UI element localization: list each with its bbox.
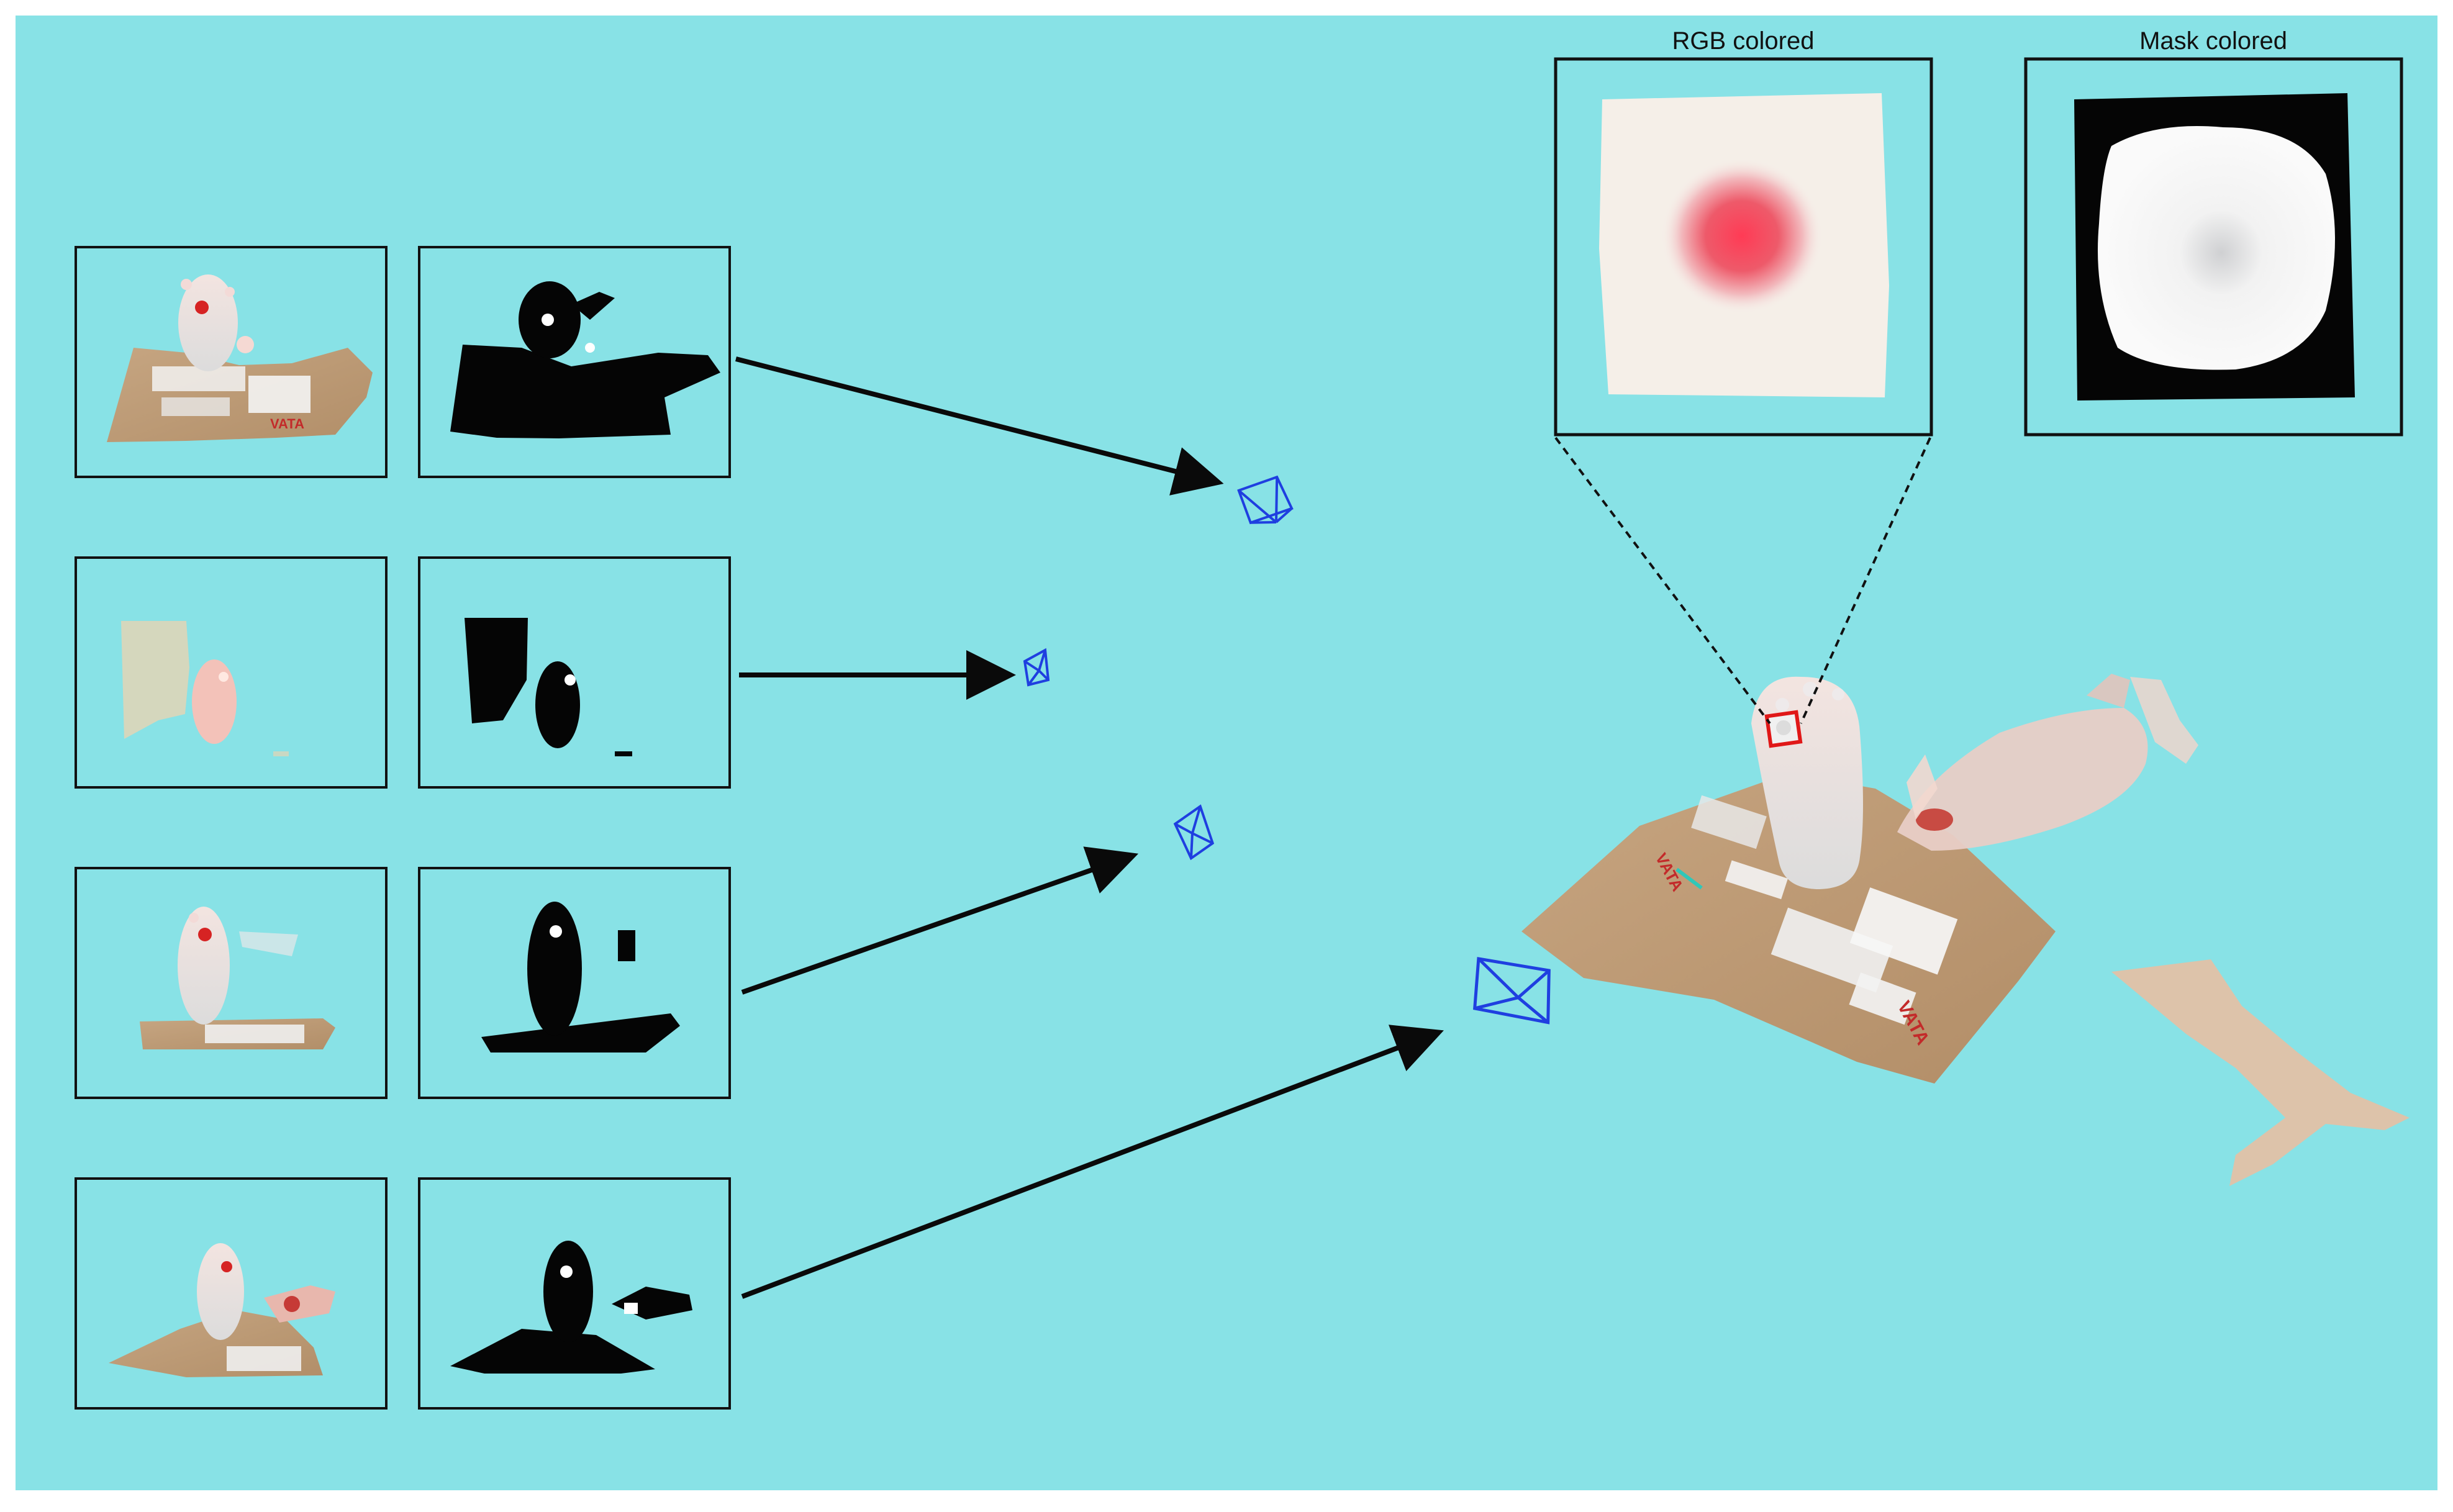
mask-panel-label: Mask colored: [2139, 27, 2287, 55]
rgb-frame-2: [75, 556, 388, 789]
rgb-frame-3: [75, 867, 388, 1099]
zoom-line-left: [1554, 437, 1771, 725]
camera-frustum-icon-4: [1473, 957, 1551, 1025]
rgb-frame-1: VATA: [75, 246, 388, 478]
rgb-panel-label: RGB colored: [1672, 27, 1815, 55]
mask-frame-3: [418, 867, 731, 1099]
camera-frustum-icon-3: [1173, 804, 1215, 861]
rgb-frame-4: [75, 1177, 388, 1410]
input-row-1: VATA: [75, 246, 1294, 525]
board-fragment: [2111, 959, 2410, 1186]
mask-zoom-panel: [2024, 57, 2403, 437]
zoom-line-right: [1800, 437, 1931, 724]
input-row-4: [75, 957, 1551, 1410]
arrow-row-1: [735, 356, 1224, 496]
second-foot-mesh: [1897, 708, 2148, 851]
arrow-row-4: [741, 1025, 1444, 1299]
svg-text:VATA: VATA: [270, 416, 304, 432]
input-row-2: [75, 556, 1050, 789]
mask-frame-2: [418, 556, 731, 789]
camera-frustum-icon-2: [1023, 648, 1050, 687]
reconstruction-3d: VATA VATA: [1521, 674, 2410, 1186]
arrow-row-3: [741, 846, 1139, 995]
mask-frame-1: [418, 246, 731, 478]
rgb-zoom-panel: [1554, 57, 1933, 437]
mask-frame-4: [418, 1177, 731, 1410]
input-row-3: [75, 804, 1215, 1099]
camera-frustum-icon-1: [1237, 475, 1294, 525]
